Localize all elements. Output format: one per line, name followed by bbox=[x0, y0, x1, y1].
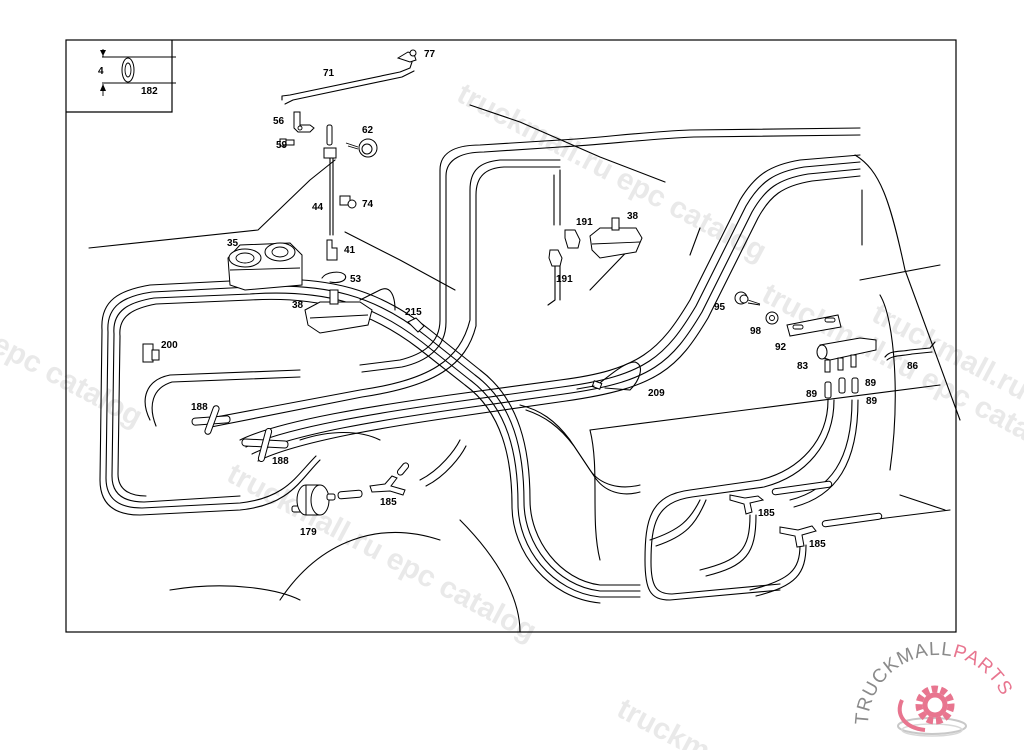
watermark-text: epc catalog bbox=[0, 327, 148, 434]
callout-41: 41 bbox=[344, 245, 356, 256]
part-rod-71 bbox=[281, 61, 415, 105]
callout-179: 179 bbox=[300, 527, 317, 538]
callout-59: 59 bbox=[276, 140, 288, 151]
callout-77: 77 bbox=[424, 49, 436, 60]
callout-95: 95 bbox=[714, 302, 726, 313]
watermark-layer: truckmall.ru epc catalog truckmall.ru ep… bbox=[0, 77, 1024, 750]
callout-44: 44 bbox=[312, 202, 324, 213]
callout-89: 89 bbox=[865, 378, 877, 389]
part-connectors-89 bbox=[824, 377, 859, 399]
part-clip-215 bbox=[407, 317, 425, 333]
part-y-connector-185-mid bbox=[729, 494, 765, 515]
part-actuator-38-right bbox=[589, 217, 643, 259]
part-clip-59 bbox=[279, 138, 295, 147]
part-clip-53 bbox=[321, 271, 347, 284]
part-screw-62 bbox=[345, 138, 378, 158]
callout-191: 191 bbox=[576, 217, 593, 228]
part-bracket-92 bbox=[786, 314, 842, 337]
callout-185: 185 bbox=[758, 508, 775, 519]
callout-71: 71 bbox=[323, 68, 335, 79]
callout-185: 185 bbox=[380, 497, 397, 508]
callout-215: 215 bbox=[405, 307, 422, 318]
part-valve-block-83 bbox=[816, 337, 877, 373]
part-clip-74 bbox=[339, 195, 357, 209]
callout-35: 35 bbox=[227, 238, 239, 249]
callout-53: 53 bbox=[350, 274, 362, 285]
callout-56: 56 bbox=[273, 116, 285, 127]
callout-38: 38 bbox=[627, 211, 639, 222]
part-y-connector-185-right bbox=[779, 525, 817, 548]
callout-labels: 77 71 56 62 59 44 74 35 41 53 38 215 191… bbox=[161, 49, 919, 550]
vacuum-lines bbox=[99, 127, 861, 604]
part-screw-95 bbox=[734, 291, 761, 306]
watermark-text: truckm bbox=[612, 692, 716, 750]
part-tie-209 bbox=[576, 361, 641, 391]
hose-cross-section-icon bbox=[121, 57, 135, 83]
callout-200: 200 bbox=[161, 340, 178, 351]
callout-98: 98 bbox=[750, 326, 762, 337]
callout-74: 74 bbox=[362, 199, 374, 210]
part-clip-200 bbox=[142, 343, 160, 363]
callout-89: 89 bbox=[806, 389, 818, 400]
part-rod-86 bbox=[884, 341, 936, 361]
truckmall-parts-logo: TRUCKMALLPARTS bbox=[852, 639, 1017, 737]
part-actuator-38-left bbox=[304, 289, 373, 334]
legend-dimension-label: 4 bbox=[98, 66, 104, 77]
logo-text-pink: PARTS bbox=[951, 641, 1017, 699]
callout-89: 89 bbox=[866, 396, 878, 407]
part-lever-56 bbox=[293, 111, 315, 133]
callout-86: 86 bbox=[907, 361, 919, 372]
part-washer-98 bbox=[765, 311, 779, 325]
part-filter-179 bbox=[291, 484, 336, 516]
part-link-41 bbox=[326, 239, 338, 261]
callout-188: 188 bbox=[191, 402, 208, 413]
legend-box: 4 182 bbox=[66, 40, 176, 113]
diagram-frame bbox=[65, 39, 957, 633]
callout-83: 83 bbox=[797, 361, 809, 372]
part-y-connector-185-left bbox=[369, 475, 406, 496]
part-elbow-191 bbox=[548, 229, 581, 267]
legend-part-label: 182 bbox=[141, 86, 158, 97]
gear-icon bbox=[915, 685, 955, 725]
hose-pieces bbox=[337, 462, 883, 528]
callout-191: 191 bbox=[556, 274, 573, 285]
part-cross-connector-188-bottom bbox=[241, 427, 289, 463]
part-cross-connector-188-top bbox=[191, 405, 231, 435]
callout-38: 38 bbox=[292, 300, 304, 311]
callout-185: 185 bbox=[809, 539, 826, 550]
callout-62: 62 bbox=[362, 125, 374, 136]
callout-188: 188 bbox=[272, 456, 289, 467]
part-rod-44 bbox=[323, 124, 337, 236]
part-clip-77 bbox=[396, 49, 417, 63]
part-actuator-35 bbox=[227, 242, 303, 291]
callout-92: 92 bbox=[775, 342, 787, 353]
callout-209: 209 bbox=[648, 388, 665, 399]
